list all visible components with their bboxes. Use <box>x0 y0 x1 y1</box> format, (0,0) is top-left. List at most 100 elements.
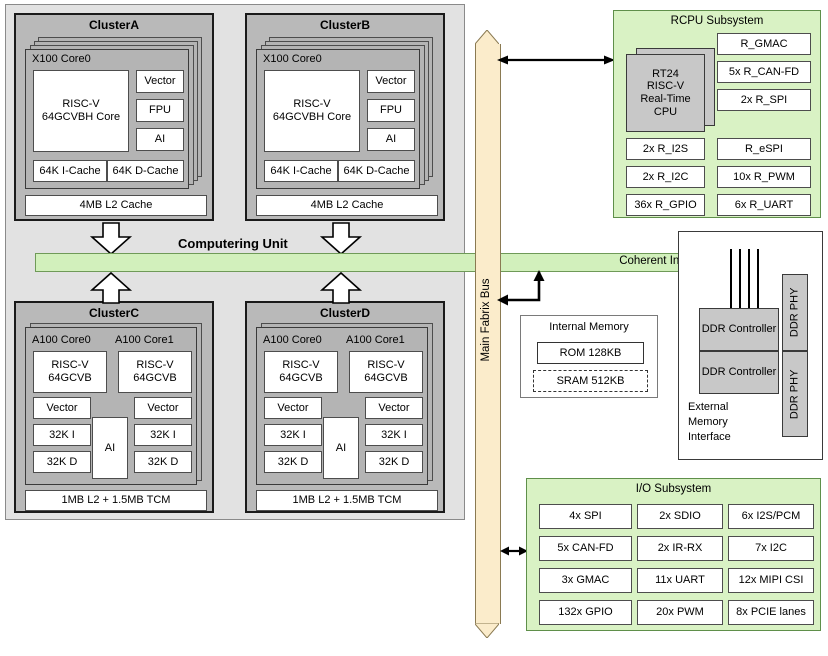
cluster-c-core0[interactable]: A100 Core0 RISC-V 64GCVB Vector 32K I 32… <box>31 332 111 482</box>
io-peripheral-gmac[interactable]: 3x GMAC <box>539 568 632 593</box>
io-subsystem-title: I/O Subsystem <box>635 483 712 495</box>
external-memory-interface-panel: DDR Controller DDR Controller DDR PHY DD… <box>678 231 823 460</box>
main-fabrix-bus-label: Main Fabrix Bus <box>480 278 492 362</box>
ddr-wire-2 <box>739 249 741 309</box>
ddr-phy-0[interactable]: DDR PHY <box>782 274 808 351</box>
cluster-d-core1[interactable]: A100 Core1 RISC-V 64GCVB Vector 32K I 32… <box>345 332 425 482</box>
cluster-b-vector-unit[interactable]: Vector <box>367 70 415 93</box>
cluster-d-l2-tcm[interactable]: 1MB L2 + 1.5MB TCM <box>256 490 438 511</box>
cluster-a-ai-unit[interactable]: AI <box>136 128 184 151</box>
core-name-line2: 64GCVBH Core <box>41 111 121 123</box>
core-name-line1: RISC-V <box>136 359 174 372</box>
cluster-d-core0-icache[interactable]: 32K I <box>264 424 322 446</box>
io-peripheral-uart[interactable]: 11x UART <box>637 568 723 593</box>
emi-line2: Memory <box>688 415 728 428</box>
cluster-d-core1-icache[interactable]: 32K I <box>365 424 423 446</box>
cluster-b-icache[interactable]: 64K I-Cache <box>264 160 338 182</box>
cluster-c-core0-vector[interactable]: Vector <box>33 397 91 419</box>
cluster-c-core1-riscv[interactable]: RISC-V 64GCVB <box>118 351 192 393</box>
cluster-a-fpu-unit[interactable]: FPU <box>136 99 184 122</box>
rcpu-peripheral-r-i2c[interactable]: 2x R_I2C <box>626 166 705 188</box>
cluster-a-dcache[interactable]: 64K D-Cache <box>107 160 184 182</box>
cluster-a-l2-cache[interactable]: 4MB L2 Cache <box>25 195 207 216</box>
core-name-line2: 64GCVB <box>133 372 177 384</box>
coherent-interconnect-bus[interactable]: Coherent Interconnect Bus <box>35 253 765 272</box>
cluster-d-core0-vector[interactable]: Vector <box>264 397 322 419</box>
cluster-c-ai-unit[interactable]: AI <box>92 417 128 479</box>
cluster-d-title: ClusterD <box>319 306 370 320</box>
cluster-d-core0-dcache[interactable]: 32K D <box>264 451 322 473</box>
ddr-phy-1[interactable]: DDR PHY <box>782 351 808 437</box>
cluster-a-icache[interactable]: 64K I-Cache <box>33 160 107 182</box>
rcpu-peripheral-r-espi[interactable]: R_eSPI <box>717 138 811 160</box>
rcpu-peripheral-r-spi[interactable]: 2x R_SPI <box>717 89 811 111</box>
cluster-d-core1-dcache[interactable]: 32K D <box>365 451 423 473</box>
cluster-b-core-card[interactable]: X100 Core0 RISC-V 64GCVBH Core Vector FP… <box>256 49 420 189</box>
cluster-a-core-card[interactable]: X100 Core0 RISC-V 64GCVBH Core Vector FP… <box>25 49 189 189</box>
rcpu-peripheral-r-uart[interactable]: 6x R_UART <box>717 194 811 216</box>
core-name-line2: 64GCVB <box>279 372 323 384</box>
cluster-d[interactable]: ClusterD A100 Core0 RISC-V 64GCVB Vector… <box>245 301 445 513</box>
io-peripheral-sdio[interactable]: 2x SDIO <box>637 504 723 529</box>
cluster-c-core1[interactable]: A100 Core1 RISC-V 64GCVB Vector 32K I 32… <box>114 332 194 482</box>
cluster-b-dcache[interactable]: 64K D-Cache <box>338 160 415 182</box>
io-peripheral-pcie[interactable]: 8x PCIE lanes <box>728 600 814 625</box>
rcpu-cpu-line3: Real-Time <box>640 93 691 105</box>
cluster-c[interactable]: ClusterC A100 Core0 RISC-V 64GCVB Vector… <box>14 301 214 513</box>
cluster-c-core0-riscv[interactable]: RISC-V 64GCVB <box>33 351 107 393</box>
rcpu-peripheral-r-gpio[interactable]: 36x R_GPIO <box>626 194 705 216</box>
ddr-phy-1-label: DDR PHY <box>788 369 801 419</box>
rcpu-subsystem-panel: RCPU Subsystem RT24 RISC-V Real-Time CPU… <box>613 10 821 218</box>
io-peripheral-i2s-pcm[interactable]: 6x I2S/PCM <box>728 504 814 529</box>
internal-memory-rom[interactable]: ROM 128KB <box>537 342 644 364</box>
cluster-b-riscv-core[interactable]: RISC-V 64GCVBH Core <box>264 70 360 152</box>
cluster-c-core-card[interactable]: A100 Core0 RISC-V 64GCVB Vector 32K I 32… <box>25 327 197 485</box>
cluster-b-fpu-unit[interactable]: FPU <box>367 99 415 122</box>
cluster-c-core1-icache[interactable]: 32K I <box>134 424 192 446</box>
cluster-d-ai-unit[interactable]: AI <box>323 417 359 479</box>
io-peripheral-i2c[interactable]: 7x I2C <box>728 536 814 561</box>
cluster-a-vector-unit[interactable]: Vector <box>136 70 184 93</box>
cluster-a-riscv-core[interactable]: RISC-V 64GCVBH Core <box>33 70 129 152</box>
core-name-line1: RISC-V <box>282 359 320 372</box>
io-peripheral-can-fd[interactable]: 5x CAN-FD <box>539 536 632 561</box>
external-memory-interface-label: External Memory Interface <box>688 400 731 445</box>
cluster-d-core0[interactable]: A100 Core0 RISC-V 64GCVB Vector 32K I 32… <box>262 332 342 482</box>
cluster-d-core-card[interactable]: A100 Core0 RISC-V 64GCVB Vector 32K I 32… <box>256 327 428 485</box>
cluster-c-core0-icache[interactable]: 32K I <box>33 424 91 446</box>
io-peripheral-spi[interactable]: 4x SPI <box>539 504 632 529</box>
cluster-a-to-bus-arrow <box>89 222 133 256</box>
io-peripheral-mipi-csi[interactable]: 12x MIPI CSI <box>728 568 814 593</box>
io-peripheral-pwm[interactable]: 20x PWM <box>637 600 723 625</box>
cluster-a-title: ClusterA <box>88 18 139 32</box>
cluster-b-ai-unit[interactable]: AI <box>367 128 415 151</box>
rcpu-peripheral-r-pwm[interactable]: 10x R_PWM <box>717 166 811 188</box>
ddr-controller-1[interactable]: DDR Controller <box>699 351 779 394</box>
internal-memory-sram[interactable]: SRAM 512KB <box>533 370 648 392</box>
cluster-b-l2-cache[interactable]: 4MB L2 Cache <box>256 195 438 216</box>
cluster-c-core0-dcache[interactable]: 32K D <box>33 451 91 473</box>
rcpu-peripheral-r-i2s[interactable]: 2x R_I2S <box>626 138 705 160</box>
main-fabrix-bus-top-tip <box>475 30 499 45</box>
io-peripheral-ir-rx[interactable]: 2x IR-RX <box>637 536 723 561</box>
cluster-d-core1-vector[interactable]: Vector <box>365 397 423 419</box>
cluster-c-core1-dcache[interactable]: 32K D <box>134 451 192 473</box>
ddr-phy-0-label: DDR PHY <box>788 287 801 338</box>
cluster-d-core1-riscv[interactable]: RISC-V 64GCVB <box>349 351 423 393</box>
cluster-c-l2-tcm[interactable]: 1MB L2 + 1.5MB TCM <box>25 490 207 511</box>
cluster-c-core1-vector[interactable]: Vector <box>134 397 192 419</box>
core-name-line1: RISC-V <box>51 359 89 372</box>
cluster-d-core0-riscv[interactable]: RISC-V 64GCVB <box>264 351 338 393</box>
rcpu-cpu-line1: RT24 <box>652 67 679 80</box>
cluster-a[interactable]: ClusterA X100 Core0 RISC-V 64GCVBH Core … <box>14 13 214 221</box>
fabrix-to-rcpu-arrow <box>497 55 615 65</box>
rcpu-peripheral-r-gmac[interactable]: R_GMAC <box>717 33 811 55</box>
rcpu-realtime-cpu[interactable]: RT24 RISC-V Real-Time CPU <box>626 54 705 132</box>
main-fabrix-bus[interactable]: Main Fabrix Bus <box>475 30 501 638</box>
ddr-controller-0[interactable]: DDR Controller <box>699 308 779 351</box>
cluster-c-title: ClusterC <box>88 306 139 320</box>
io-peripheral-gpio[interactable]: 132x GPIO <box>539 600 632 625</box>
rcpu-peripheral-r-can-fd[interactable]: 5x R_CAN-FD <box>717 61 811 83</box>
cluster-b[interactable]: ClusterB X100 Core0 RISC-V 64GCVBH Core … <box>245 13 445 221</box>
